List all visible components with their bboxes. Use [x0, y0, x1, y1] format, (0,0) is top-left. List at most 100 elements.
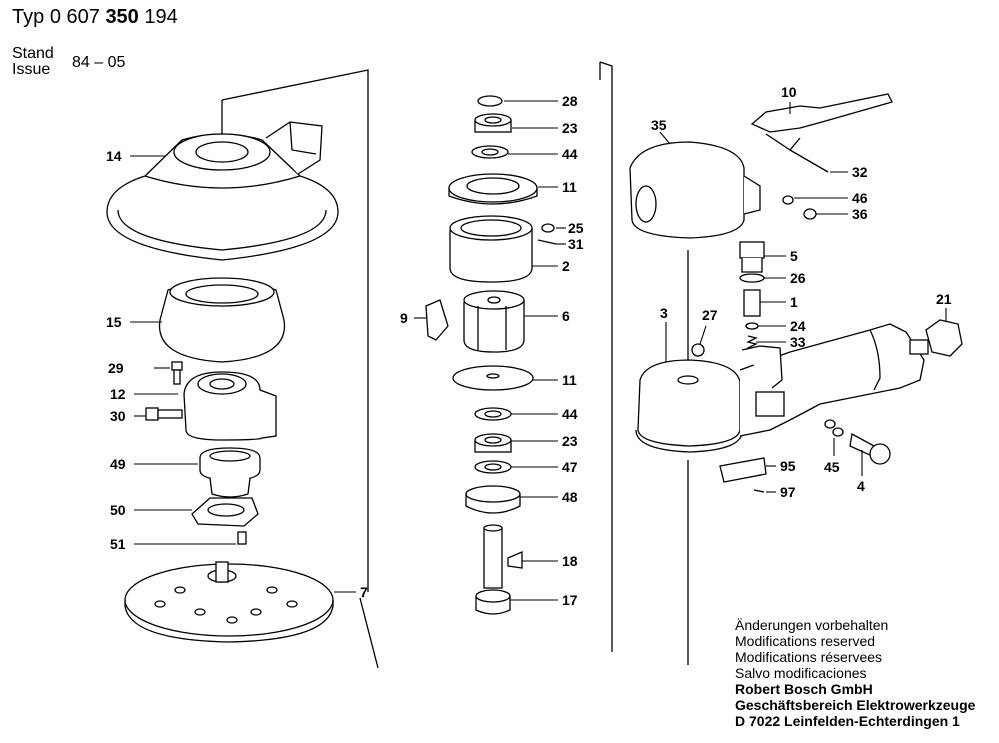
type-part-1: 0 607: [49, 6, 100, 28]
note-en: Modifications reserved: [735, 633, 876, 649]
part-15-shroud: [158, 277, 286, 363]
label-44-bottom: 44: [562, 406, 578, 422]
part-45-washers: [824, 419, 844, 437]
label-30: 30: [110, 408, 126, 424]
label-11-top: 11: [562, 179, 577, 195]
label-24: 24: [790, 318, 806, 334]
part-labels: 14 15 29 12 30 49 50 51 7 28 23 44 11 25…: [106, 84, 952, 608]
part-95-plate: [719, 457, 767, 483]
label-51: 51: [110, 536, 126, 552]
label-7: 7: [360, 584, 368, 600]
label-5: 5: [790, 248, 798, 264]
part-10-lever: [750, 93, 893, 151]
label-9: 9: [400, 310, 408, 326]
note-de: Änderungen vorbehalten: [735, 617, 889, 633]
label-36: 36: [852, 206, 868, 222]
label-18: 18: [562, 553, 578, 569]
part-4-screw: [849, 432, 891, 465]
part-32-pin: [789, 149, 829, 173]
label-31: 31: [568, 236, 584, 252]
label-23-top: 23: [562, 120, 578, 136]
part-18-key: [507, 551, 523, 569]
label-35: 35: [651, 117, 667, 133]
stand-label: Stand: [12, 45, 54, 62]
label-49: 49: [110, 456, 126, 472]
part-49-bearing: [199, 447, 261, 498]
label-25: 25: [568, 220, 584, 236]
label-6: 6: [562, 308, 570, 324]
part-47-washer: [474, 460, 512, 474]
label-48: 48: [562, 489, 578, 505]
label-97: 97: [780, 484, 796, 500]
part-50-flange: [191, 497, 259, 527]
part-46-washer: [782, 195, 794, 205]
part-14-hood: [106, 121, 339, 261]
label-29: 29: [108, 360, 124, 376]
label-46: 46: [852, 190, 868, 206]
part-36-plug: [803, 208, 817, 220]
leader-lines: [130, 100, 947, 601]
part-23-bearing-top: [474, 113, 512, 133]
label-45: 45: [824, 459, 840, 475]
part-6-rotor: [463, 290, 525, 353]
part-1-valve-pin: [743, 289, 761, 317]
label-17: 17: [562, 592, 578, 608]
label-47: 47: [562, 459, 578, 475]
part-26-ring: [739, 273, 765, 283]
part-9-vane: [425, 299, 449, 341]
part-97-screw: [753, 489, 765, 493]
company-address: D 7022 Leinfelden-Echterdingen 1: [735, 713, 960, 729]
label-1: 1: [790, 294, 798, 310]
part-24-oring: [745, 322, 759, 330]
part-51-nut: [237, 531, 247, 545]
note-fr: Modifications réservees: [735, 649, 883, 665]
label-50: 50: [110, 502, 126, 518]
type-label: Typ: [12, 6, 45, 28]
part-35-cover: [629, 141, 761, 239]
label-27: 27: [702, 307, 718, 323]
footer-notes: Änderungen vorbehalten Modifications res…: [735, 617, 975, 729]
part-2-cylinder: [449, 215, 533, 283]
part-11-disc-bottom: [452, 365, 534, 391]
type-number: Typ 0 607 350 194: [12, 6, 178, 29]
label-10: 10: [781, 84, 797, 100]
part-25-washer: [541, 223, 555, 233]
issue-date: 84 – 05: [72, 54, 126, 71]
part-48-cap: [465, 485, 521, 514]
part-23-bearing-bottom: [474, 433, 512, 453]
type-part-2: 350: [105, 6, 139, 28]
label-44-top: 44: [562, 146, 578, 162]
issue-label: Issue: [12, 61, 51, 78]
company-division: Geschäftsbereich Elektrowerkzeuge: [735, 697, 976, 713]
part-30-screw: [145, 407, 183, 421]
part-28-ring: [477, 95, 503, 107]
part-31-pin: [537, 239, 557, 245]
label-2: 2: [562, 258, 570, 274]
label-12: 12: [110, 386, 126, 402]
label-32: 32: [852, 164, 868, 180]
part-5-valve: [739, 241, 765, 273]
part-29-screw: [171, 361, 183, 385]
label-11-bottom: 11: [562, 372, 577, 388]
label-26: 26: [790, 270, 806, 286]
label-21: 21: [936, 291, 952, 307]
label-23-bottom: 23: [562, 433, 578, 449]
label-15: 15: [106, 314, 122, 330]
part-17-spindle: [475, 524, 511, 615]
label-14: 14: [106, 148, 122, 164]
part-12-housing: [183, 371, 277, 441]
label-95: 95: [780, 458, 796, 474]
label-4: 4: [857, 478, 865, 494]
part-3-housing: [635, 323, 925, 453]
part-27-ring: [691, 343, 705, 357]
type-part-3: 194: [144, 6, 178, 28]
part-7-pad: [124, 561, 334, 643]
stand-issue-label: Stand Issue: [12, 46, 54, 78]
note-es: Salvo modificaciones: [735, 665, 867, 681]
label-28: 28: [562, 93, 578, 109]
part-44-washer-bottom: [474, 407, 512, 421]
label-33: 33: [790, 334, 806, 350]
company-name: Robert Bosch GmbH: [735, 681, 873, 697]
